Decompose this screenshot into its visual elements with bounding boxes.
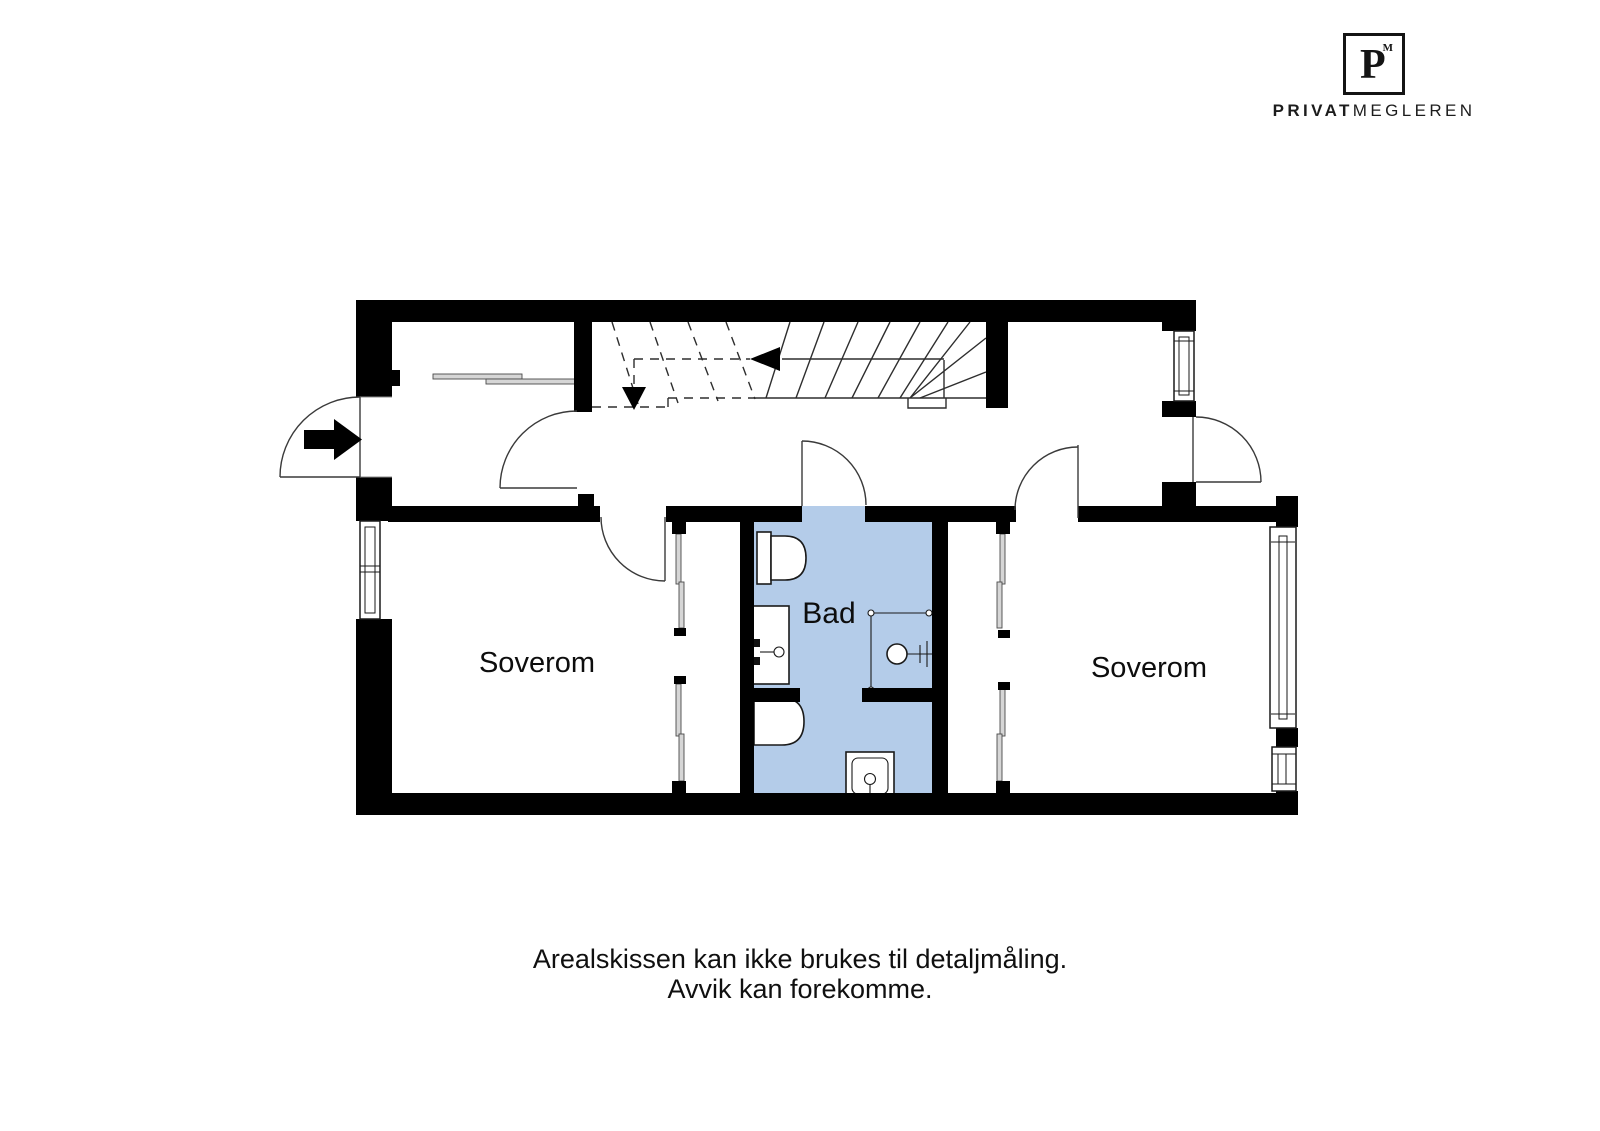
shower-tray <box>845 751 895 801</box>
disclaimer-line-2: Avvik kan forekomme. <box>667 974 933 1004</box>
logo-brand-text: PRIVATMEGLEREN <box>1273 101 1476 121</box>
logo-monogram-letter: P <box>1360 42 1386 88</box>
entry-door <box>279 396 392 478</box>
toilet <box>756 531 807 585</box>
window-left-bedroom <box>359 520 381 620</box>
logo-brand-bold: PRIVAT <box>1272 101 1353 120</box>
corner-fixture <box>753 697 805 746</box>
entry-arrow-icon <box>304 419 362 460</box>
logo-monogram-mark: M <box>1382 42 1393 54</box>
stair-up-arrow-icon <box>750 347 780 371</box>
exterior-right-door <box>1192 416 1262 483</box>
bedroom-right-door <box>1014 445 1079 518</box>
bedroom-left-door <box>600 516 666 582</box>
bedroom-right-label: Soverom <box>1091 652 1207 684</box>
staircase <box>592 321 987 410</box>
stair-down-arrow-icon <box>622 387 646 410</box>
logo-monogram-box: P M <box>1343 33 1405 95</box>
logo-brand-light: MEGLEREN <box>1352 101 1476 120</box>
window-right-bedroom-small <box>1271 746 1297 792</box>
shower <box>867 609 933 694</box>
disclaimer-line-1: Arealskissen kan ikke brukes til detaljm… <box>532 944 1068 974</box>
bathroom-door <box>801 440 867 506</box>
bathroom-sink <box>751 605 790 685</box>
bathroom-label: Bad <box>802 597 855 630</box>
hall-door <box>499 410 578 489</box>
window-right-bedroom-tall <box>1269 526 1297 729</box>
window-hall-right <box>1173 330 1195 402</box>
wardrobe-sliding-panels <box>432 373 1006 782</box>
bedroom-left-label: Soverom <box>479 647 595 679</box>
shower-head-icon <box>886 643 908 665</box>
walls <box>356 300 1298 815</box>
disclaimer-text: Arealskissen kan ikke brukes til detaljm… <box>0 944 1600 1004</box>
